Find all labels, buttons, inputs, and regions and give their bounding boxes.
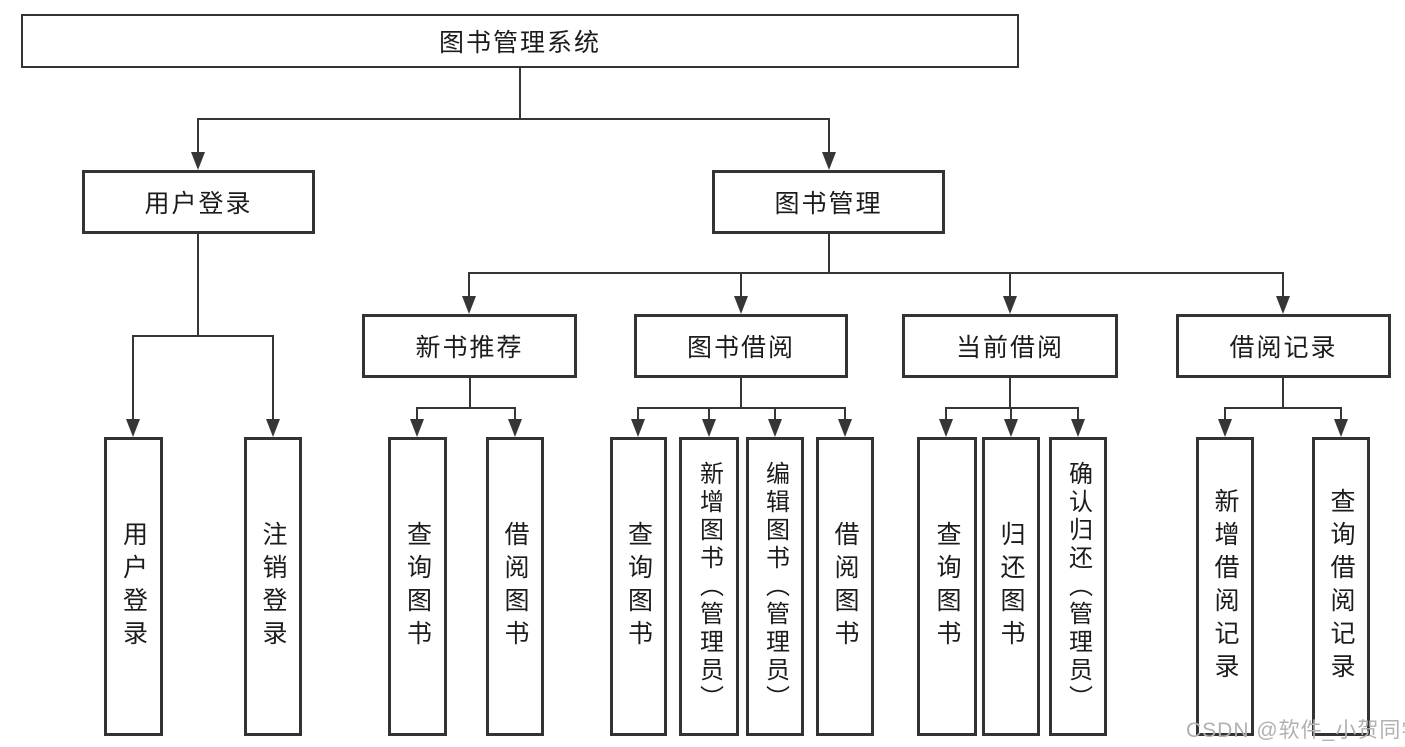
- connector-line: [1282, 272, 1284, 298]
- arrow-down-icon: [191, 152, 205, 170]
- node-book-borrowing-label: 图书借阅: [686, 334, 795, 362]
- connector-line: [1340, 407, 1342, 421]
- connector-line: [740, 378, 742, 407]
- connector-line: [828, 234, 830, 272]
- arrow-down-icon: [939, 419, 953, 437]
- connector-line: [416, 407, 418, 421]
- leaf-borrow-books-borrowing: 借阅图书: [816, 437, 874, 736]
- arrow-down-icon: [462, 296, 476, 314]
- arrow-down-icon: [1003, 296, 1017, 314]
- connector-line: [1009, 272, 1011, 298]
- arrow-down-icon: [702, 419, 716, 437]
- leaf-logout-label: 注销登录: [259, 520, 287, 653]
- leaf-query-borrow-record: 查询借阅记录: [1312, 437, 1370, 736]
- connector-line: [514, 407, 516, 421]
- connector-line: [638, 407, 846, 409]
- leaf-add-borrow-record-label: 新增借阅记录: [1211, 487, 1239, 686]
- arrow-down-icon: [1218, 419, 1232, 437]
- connector-line: [828, 118, 830, 153]
- leaf-query-books-current-label: 查询图书: [933, 520, 961, 653]
- connector-line: [519, 68, 521, 118]
- leaf-edit-book-admin: 编辑图书（管理员）: [746, 437, 804, 736]
- node-borrowing-records: 借阅记录: [1176, 314, 1391, 378]
- node-current-borrowing: 当前借阅: [902, 314, 1118, 378]
- connector-line: [844, 407, 846, 421]
- arrow-down-icon: [508, 419, 522, 437]
- arrow-down-icon: [838, 419, 852, 437]
- arrow-down-icon: [1276, 296, 1290, 314]
- leaf-add-book-admin-label: 新增图书（管理员）: [695, 460, 723, 713]
- arrow-down-icon: [768, 419, 782, 437]
- connector-line: [132, 335, 134, 420]
- connector-line: [272, 335, 274, 420]
- leaf-query-books-current: 查询图书: [917, 437, 977, 736]
- node-current-borrowing-label: 当前借阅: [955, 334, 1064, 362]
- leaf-confirm-return-admin-label: 确认归还（管理员）: [1064, 460, 1092, 713]
- leaf-add-book-admin: 新增图书（管理员）: [679, 437, 739, 736]
- connector-line: [469, 272, 1284, 274]
- connector-line: [468, 272, 470, 298]
- connector-line: [740, 272, 742, 298]
- arrow-down-icon: [631, 419, 645, 437]
- node-user-login-label: 用户登录: [144, 190, 253, 218]
- arrow-down-icon: [266, 419, 280, 437]
- arrow-down-icon: [126, 419, 140, 437]
- node-book-management-label: 图书管理: [774, 190, 883, 218]
- connector-line: [469, 378, 471, 407]
- connector-line: [417, 407, 516, 409]
- node-borrowing-records-label: 借阅记录: [1229, 334, 1338, 362]
- arrow-down-icon: [1004, 419, 1018, 437]
- connector-line: [1077, 407, 1079, 421]
- arrow-down-icon: [822, 152, 836, 170]
- node-user-login: 用户登录: [82, 170, 315, 234]
- connector-line: [774, 407, 776, 421]
- connector-line: [1224, 407, 1226, 421]
- connector-line: [133, 335, 274, 337]
- connector-line: [1010, 407, 1012, 421]
- connector-line: [946, 407, 1079, 409]
- connector-line: [708, 407, 710, 421]
- node-book-management: 图书管理: [712, 170, 945, 234]
- node-new-book-recommend: 新书推荐: [362, 314, 577, 378]
- leaf-borrow-books-recommend: 借阅图书: [486, 437, 544, 736]
- arrow-down-icon: [410, 419, 424, 437]
- leaf-query-books-recommend: 查询图书: [388, 437, 447, 736]
- node-library-system: 图书管理系统: [21, 14, 1019, 68]
- leaf-confirm-return-admin: 确认归还（管理员）: [1049, 437, 1107, 736]
- connector-line: [1009, 378, 1011, 407]
- leaf-borrow-books-borrowing-label: 借阅图书: [831, 520, 859, 653]
- node-book-borrowing: 图书借阅: [634, 314, 848, 378]
- leaf-return-book-label: 归还图书: [997, 520, 1025, 653]
- leaf-query-books-borrowing: 查询图书: [610, 437, 667, 736]
- arrow-down-icon: [734, 296, 748, 314]
- connector-line: [197, 118, 199, 153]
- leaf-query-borrow-record-label: 查询借阅记录: [1327, 487, 1355, 686]
- connector-line: [198, 118, 830, 120]
- arrow-down-icon: [1334, 419, 1348, 437]
- watermark: CSDN @软件_小贺同学: [1186, 719, 1405, 742]
- node-new-book-recommend-label: 新书推荐: [415, 334, 524, 362]
- leaf-borrow-books-recommend-label: 借阅图书: [501, 520, 529, 653]
- leaf-query-books-borrowing-label: 查询图书: [624, 520, 653, 653]
- leaf-user-login-label: 用户登录: [119, 520, 148, 653]
- connector-line: [1282, 378, 1284, 407]
- leaf-user-login: 用户登录: [104, 437, 163, 736]
- leaf-edit-book-admin-label: 编辑图书（管理员）: [761, 460, 789, 713]
- connector-line: [637, 407, 639, 421]
- leaf-logout: 注销登录: [244, 437, 302, 736]
- arrow-down-icon: [1071, 419, 1085, 437]
- leaf-add-borrow-record: 新增借阅记录: [1196, 437, 1254, 736]
- connector-line: [197, 234, 199, 335]
- leaf-query-books-recommend-label: 查询图书: [403, 520, 432, 653]
- connector-line: [945, 407, 947, 421]
- node-library-system-label: 图书管理系统: [438, 29, 601, 57]
- connector-line: [1225, 407, 1342, 409]
- leaf-return-book: 归还图书: [982, 437, 1040, 736]
